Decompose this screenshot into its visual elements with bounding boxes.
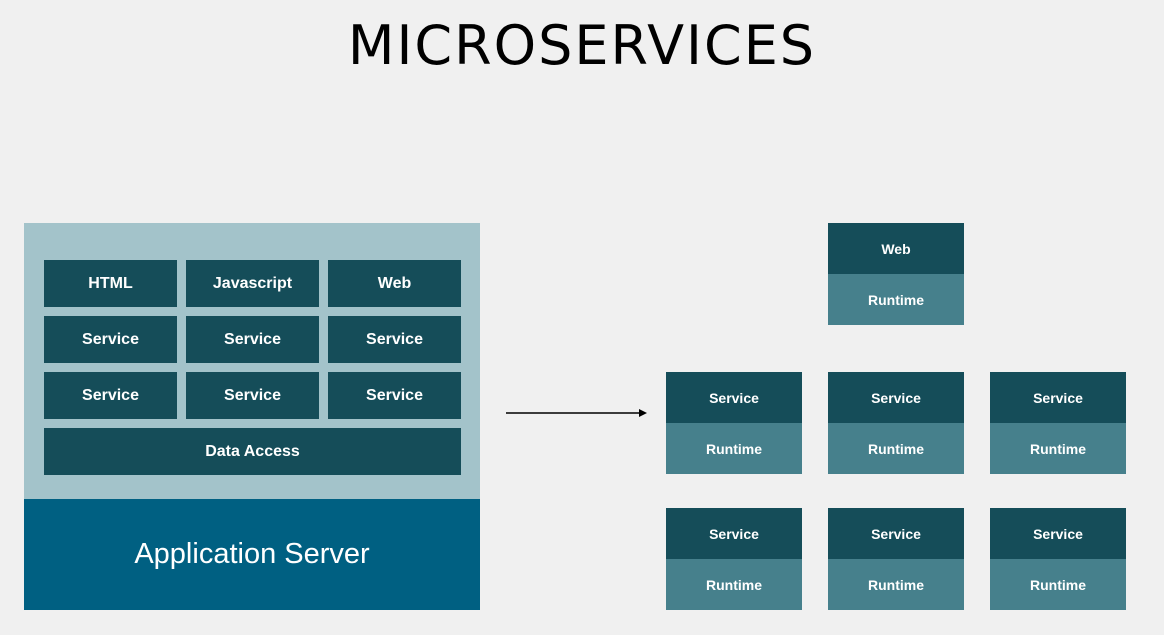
monolith-cell-service: Service — [328, 372, 461, 419]
microservice-service: Service Runtime — [990, 508, 1126, 610]
microservice-name: Service — [828, 372, 964, 423]
microservice-runtime: Runtime — [828, 274, 964, 325]
page-title: MICROSERVICES — [347, 14, 817, 77]
arrow-right-icon — [506, 409, 647, 417]
microservice-name: Service — [990, 508, 1126, 559]
monolith-cell-web: Web — [328, 260, 461, 307]
application-server: Application Server — [24, 499, 480, 610]
monolith-block: HTML Javascript Web Service Service Serv… — [24, 223, 480, 610]
microservice-runtime: Runtime — [666, 559, 802, 610]
monolith-cell-service: Service — [44, 372, 177, 419]
microservice-web: Web Runtime — [828, 223, 964, 325]
microservice-runtime: Runtime — [828, 559, 964, 610]
microservice-name: Service — [666, 372, 802, 423]
microservice-name: Service — [828, 508, 964, 559]
microservice-name: Service — [666, 508, 802, 559]
microservice-service: Service Runtime — [666, 508, 802, 610]
microservice-name: Web — [828, 223, 964, 274]
microservice-service: Service Runtime — [990, 372, 1126, 474]
microservice-service: Service Runtime — [666, 372, 802, 474]
monolith-cell-service: Service — [328, 316, 461, 363]
microservice-runtime: Runtime — [990, 559, 1126, 610]
microservice-runtime: Runtime — [828, 423, 964, 474]
monolith-cell-service: Service — [44, 316, 177, 363]
microservice-service: Service Runtime — [828, 508, 964, 610]
microservice-runtime: Runtime — [990, 423, 1126, 474]
monolith-cell-javascript: Javascript — [186, 260, 319, 307]
microservice-service: Service Runtime — [828, 372, 964, 474]
monolith-cell-service: Service — [186, 372, 319, 419]
monolith-cell-html: HTML — [44, 260, 177, 307]
microservice-runtime: Runtime — [666, 423, 802, 474]
monolith-data-access: Data Access — [44, 428, 461, 475]
monolith-cell-service: Service — [186, 316, 319, 363]
microservice-name: Service — [990, 372, 1126, 423]
